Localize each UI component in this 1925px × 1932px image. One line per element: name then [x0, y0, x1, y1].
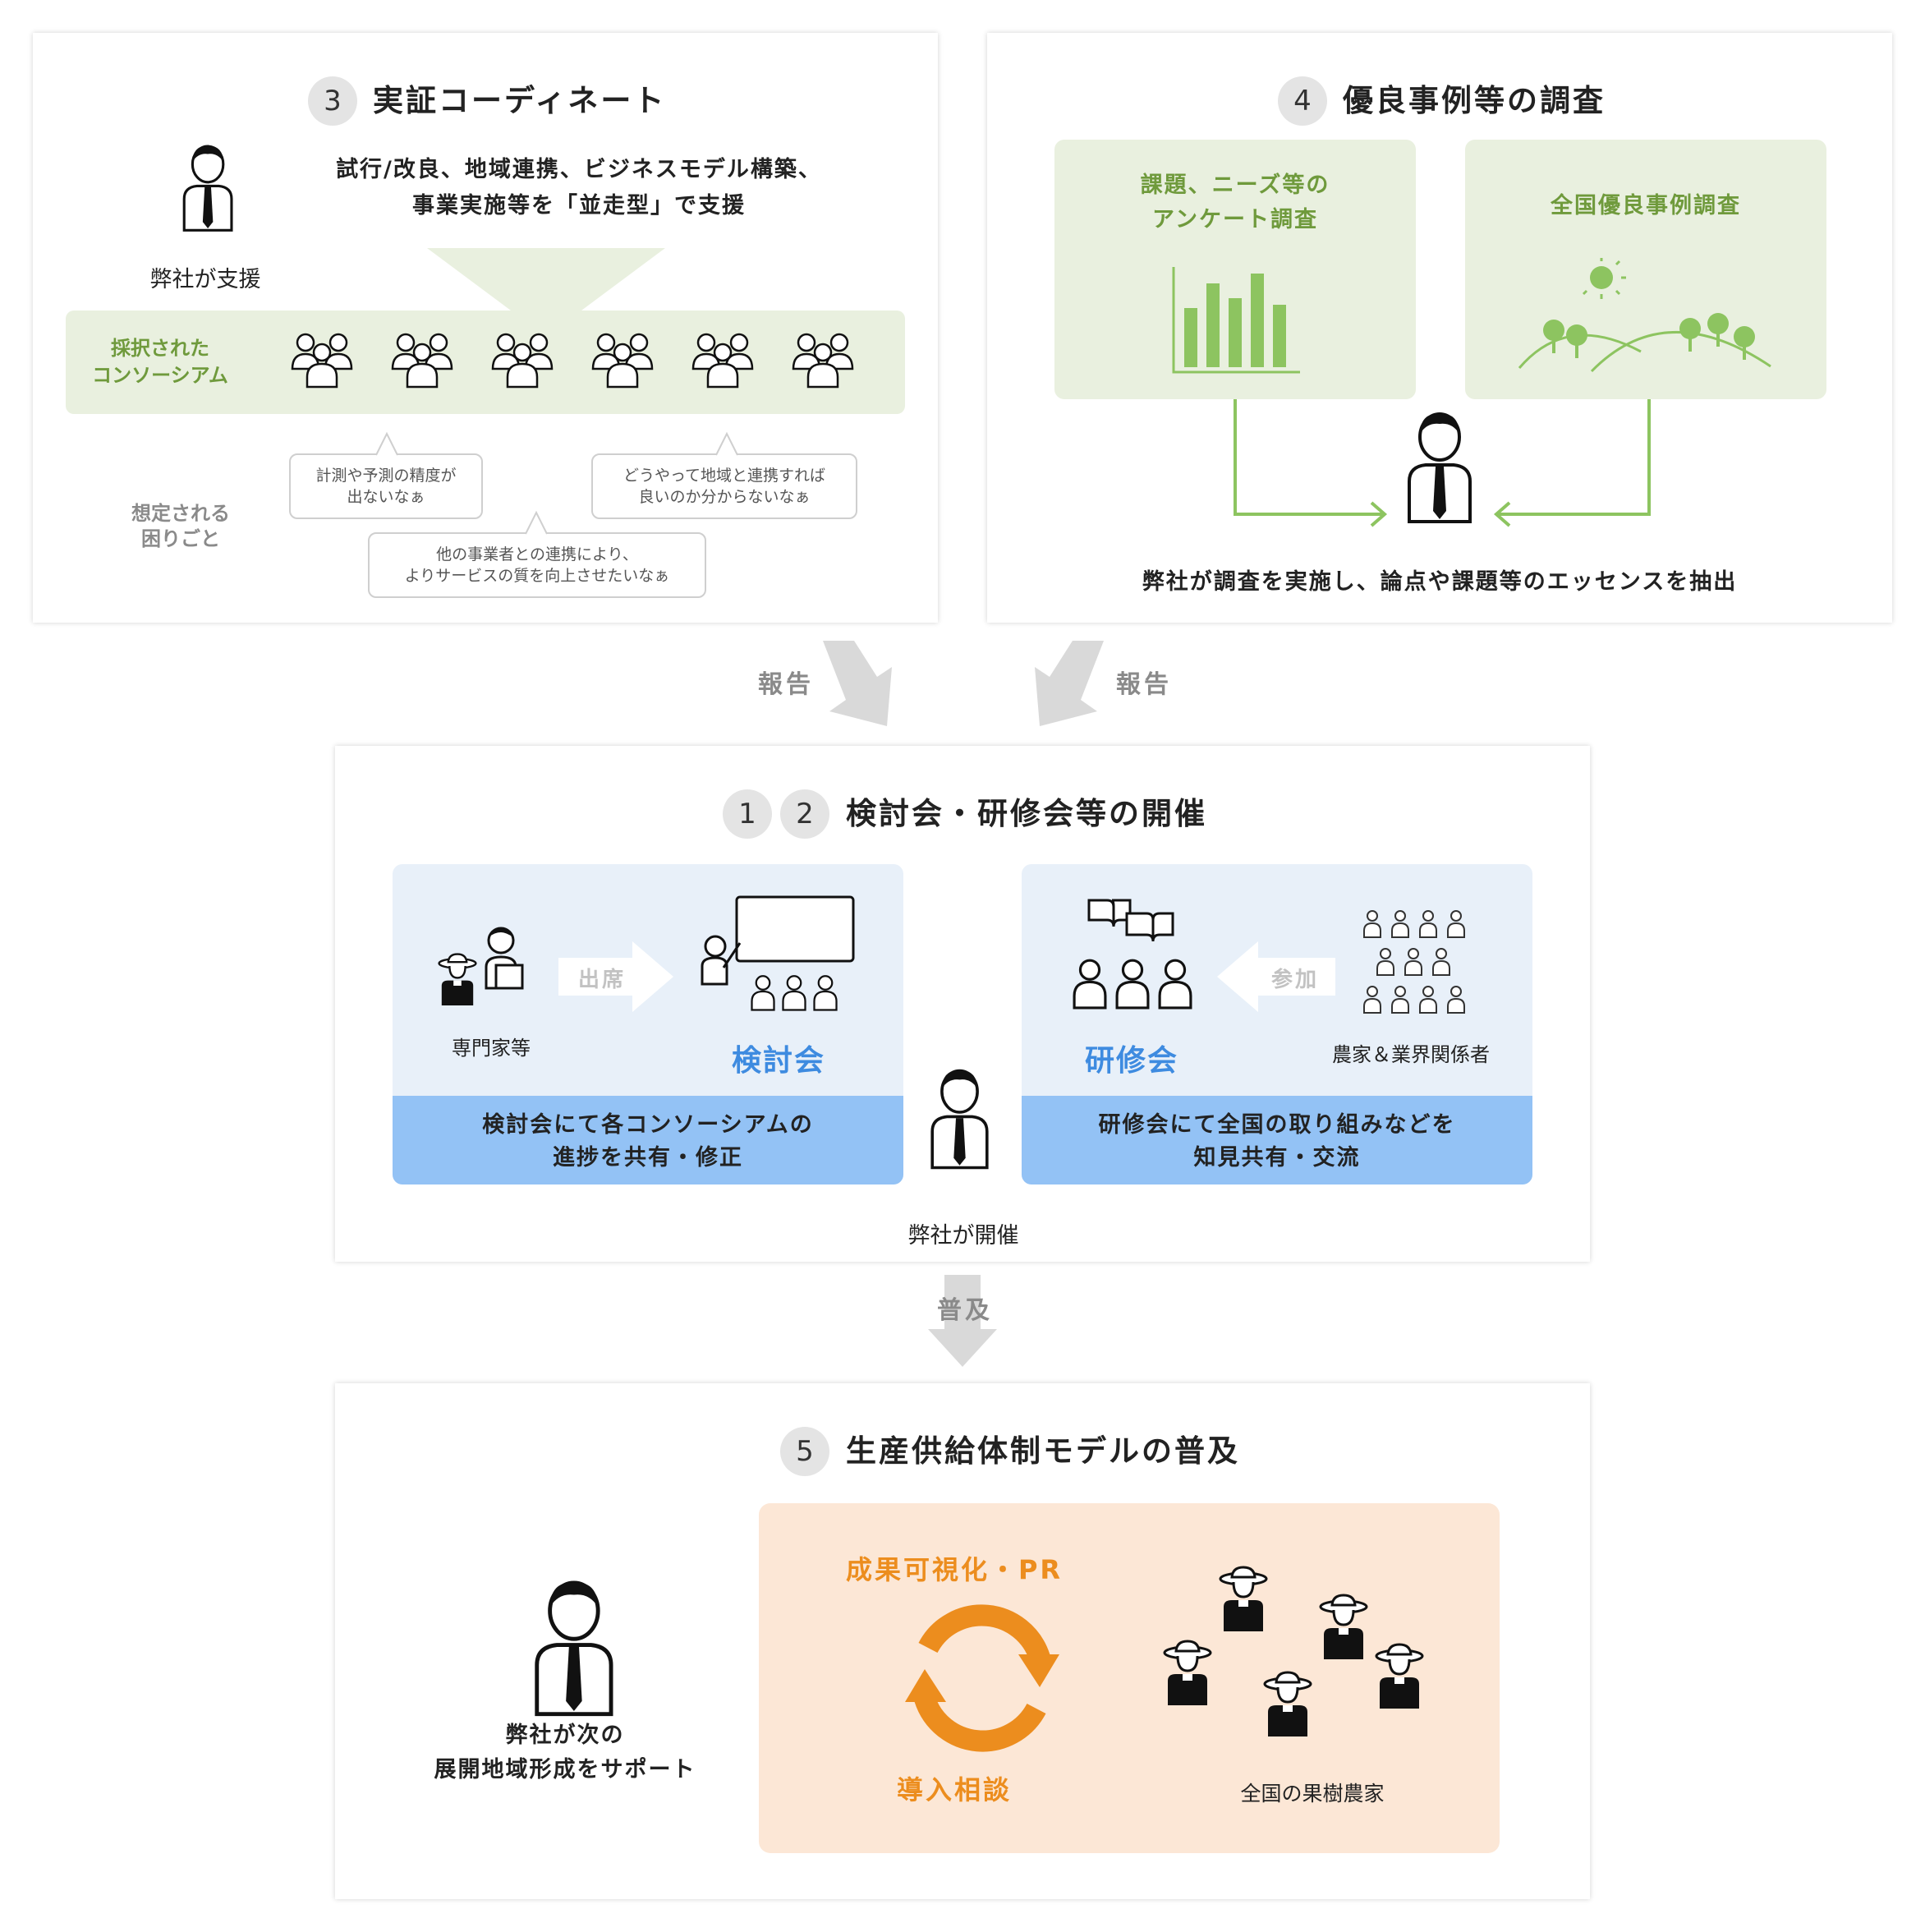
businessman-icon [529, 1579, 603, 1718]
farmers-industry-label: 農家＆業界関係者 [1332, 1043, 1490, 1066]
participate-arrow-icon [1217, 941, 1335, 1012]
section-4-number: 4 [1278, 76, 1327, 126]
section-5-card: 5 生産供給体制モデルの普及 弊社が次の 展開地域形成をサポート 成果可視化・P… [335, 1383, 1590, 1899]
section-1-number: 1 [723, 789, 772, 839]
farmer-icon [1375, 1643, 1424, 1710]
down-arrow-icon [427, 248, 665, 337]
section-5-number: 5 [780, 1427, 829, 1476]
trouble-bubble: どうやって地域と連携すれば 良いのか分からないなぁ [591, 453, 857, 519]
meeting-desc: 検討会にて各コンソーシアムの 進捗を共有・修正 [482, 1112, 814, 1171]
survey-label: 課題、ニーズ等の アンケート調査 [1140, 172, 1330, 232]
consortium-label: 採択された コンソーシアム [92, 337, 228, 387]
cycle-arrows-icon [905, 1604, 1059, 1752]
meeting-label: 検討会 [731, 1044, 825, 1078]
section-4-title: 優良事例等の調査 [1343, 83, 1606, 118]
trouble-bubble: 計測や予測の精度が 出ないなぁ [289, 453, 483, 519]
spread-label: 普及 [937, 1296, 993, 1325]
attend-arrow-icon [558, 941, 673, 1012]
businessman-icon [1408, 412, 1472, 523]
presenter-board-icon [701, 895, 855, 986]
consortium-group-icon [291, 333, 353, 389]
training-label: 研修会 [1084, 1044, 1178, 1078]
section-12-card: 1 2 検討会・研修会等の開催 専門家等 出席 検討会 検討会にて各コンソーシア… [335, 746, 1590, 1262]
cycle-bottom-label: 導入相談 [896, 1774, 1012, 1806]
bubble-tail [525, 510, 548, 535]
consortium-group-icon [591, 333, 654, 389]
consortium-bar [66, 310, 905, 414]
section-5-support-label: 弊社が次の 展開地域形成をサポート [434, 1723, 696, 1782]
cycle-top-label: 成果可視化・PR [845, 1554, 1064, 1585]
section-2-number: 2 [780, 789, 829, 839]
case-study-box [1465, 140, 1826, 399]
fruit-farmers-label: 全国の果樹農家 [1240, 1782, 1385, 1806]
participate-label: 参加 [1270, 968, 1319, 992]
farmer-icon [1163, 1640, 1212, 1707]
businessman-icon [182, 145, 233, 232]
spread-arrow-icon [928, 1275, 997, 1367]
bubble-tail [375, 431, 398, 456]
case-study-label: 全国優良事例調査 [1551, 193, 1741, 218]
crowd-icon [1363, 910, 1465, 1014]
section-3-card: 3 実証コーディネート 弊社が支援 試行/改良、地域連携、ビジネスモデル構築、 … [33, 33, 938, 623]
section-5-title: 生産供給体制モデルの普及 [846, 1433, 1240, 1469]
support-label: 弊社が支援 [149, 267, 261, 292]
report-label-left: 報告 [758, 670, 814, 699]
farmer-icon [1219, 1566, 1268, 1633]
farmer-icon [1263, 1671, 1312, 1738]
section-12-title: 検討会・研修会等の開催 [846, 796, 1207, 831]
troubles-label: 想定される 困りごと [131, 502, 230, 550]
bar-chart-icon [1172, 267, 1300, 374]
meeting-desc-bar [393, 1096, 903, 1184]
training-desc-bar [1022, 1096, 1532, 1184]
farmer-icon [438, 953, 477, 1007]
expert-label: 専門家等 [452, 1037, 531, 1060]
merge-arrows-icon [1234, 399, 1651, 527]
attend-label: 出席 [577, 968, 626, 992]
host-label: 弊社が開催 [907, 1223, 1019, 1249]
landscape-icon [1518, 258, 1771, 373]
attendees-icon [1073, 959, 1192, 1010]
section-3-number: 3 [308, 76, 357, 126]
trouble-bubble: 他の事業者との連携により、 よりサービスの質を向上させたいなぁ [368, 532, 706, 598]
farmer-icon [1319, 1594, 1368, 1661]
section-4-card: 4 優良事例等の調査 課題、ニーズ等の アンケート調査 全国優良事例調査 [987, 33, 1892, 623]
report-arrow-left-icon [823, 641, 892, 726]
training-desc: 研修会にて全国の取り組みなどを 知見共有・交流 [1098, 1112, 1456, 1171]
consortium-group-icon [491, 333, 554, 389]
consortium-group-icon [792, 333, 854, 389]
report-label-right: 報告 [1116, 670, 1172, 699]
section-4-summary: 弊社が調査を実施し、論点や課題等のエッセンスを抽出 [1142, 569, 1738, 595]
expert-icon [485, 927, 524, 990]
section-3-description: 試行/改良、地域連携、ビジネスモデル構築、 事業実施等を「並走型」で支援 [336, 157, 822, 218]
section-3-title: 実証コーディネート [373, 83, 667, 118]
cycle-panel [759, 1503, 1500, 1853]
books-icon [1087, 899, 1174, 942]
bubble-tail [715, 431, 738, 456]
report-arrow-right-icon [1035, 641, 1104, 726]
consortium-group-icon [691, 333, 754, 389]
audience-icon [751, 975, 838, 1011]
businessman-icon [930, 1069, 989, 1170]
consortium-group-icon [391, 333, 453, 389]
